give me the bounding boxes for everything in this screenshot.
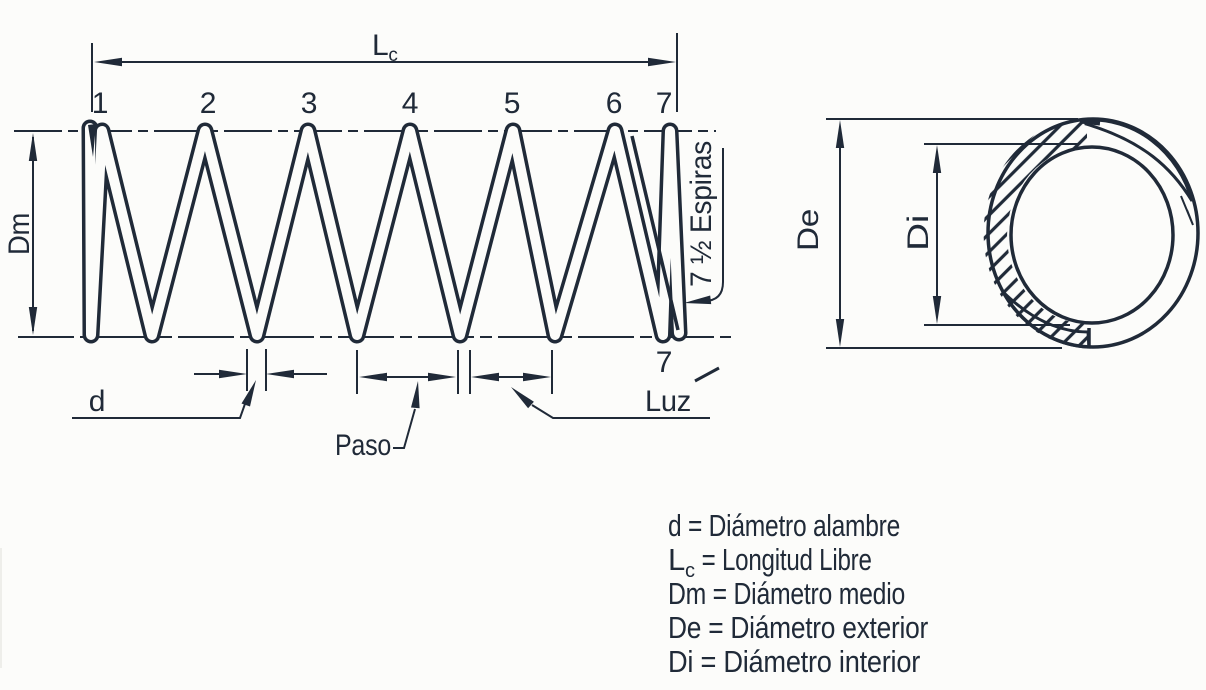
- wire-tip-detail: [1180, 195, 1194, 226]
- coil-number-4: 4: [402, 87, 418, 120]
- d-leader-arrow: [241, 380, 256, 407]
- luz-leader-arrow: [511, 387, 534, 409]
- de-arrow-bottom: [835, 319, 845, 347]
- legend-outer-diameter: De = Diámetro exterior: [668, 610, 928, 645]
- d-label: d: [89, 385, 105, 418]
- luz-dimension: Luz: [469, 350, 710, 419]
- coil-number-2: 2: [200, 87, 216, 120]
- left-wire-end-taper: [88, 124, 96, 157]
- di-label: Di: [902, 215, 935, 251]
- lc-arrow-left: [94, 57, 122, 67]
- side-view: Lc 1 2 3 4 5 6 7 Dm 7 ½ Espiras 7: [3, 29, 731, 462]
- luz-arrow-left: [471, 372, 499, 382]
- coil-numbers: 1 2 3 4 5 6 7: [92, 87, 673, 120]
- espiras-note: 7 ½ Espiras: [685, 141, 718, 287]
- d-leader-line: [72, 400, 247, 419]
- last-coil-number: 7: [656, 346, 672, 379]
- ring-section-hatch: [983, 119, 1090, 348]
- dm-label: Dm: [3, 213, 36, 255]
- lc-dimension: Lc: [91, 29, 678, 112]
- legend-wire-diameter: d = Diámetro alambre: [668, 508, 900, 543]
- end-coil-tick: [694, 366, 720, 383]
- legend-mean-diameter: Dm = Diámetro medio: [668, 576, 905, 611]
- wire-diameter-dimension: d: [72, 349, 327, 419]
- dm-arrow-top: [28, 133, 38, 161]
- espiras-leader-arrow: [684, 295, 712, 305]
- paso-dimension: Paso: [335, 350, 459, 462]
- page-edge-artifact: [0, 548, 2, 668]
- de-dimension: De: [792, 118, 1078, 349]
- dm-dimension: Dm: [3, 133, 38, 335]
- d-arrow-right: [266, 369, 294, 379]
- ring-top-cut: [1079, 118, 1101, 126]
- legend-inner-diameter: Di = Diámetro interior: [668, 644, 920, 679]
- espiras-callout: 7 ½ Espiras 7: [656, 141, 724, 383]
- right-wire-end-taper: [630, 135, 680, 331]
- de-arrow-top: [835, 120, 845, 148]
- lc-label: Lc: [372, 29, 398, 66]
- lc-arrow-right: [648, 57, 676, 67]
- di-arrow-bottom: [932, 296, 942, 324]
- coil-number-7: 7: [656, 87, 672, 120]
- d-arrow-left: [219, 369, 247, 379]
- section-view: De Di: [792, 117, 1200, 349]
- legend: d = Diámetro alambre Lc= Longitud Libre …: [668, 508, 928, 679]
- luz-leader-line: [531, 404, 710, 419]
- coil-number-1: 1: [92, 87, 108, 120]
- coil-number-5: 5: [504, 87, 520, 120]
- di-arrow-top: [932, 145, 942, 173]
- spring-coil-drawing: [81, 119, 688, 344]
- dm-arrow-bottom: [28, 307, 38, 335]
- coil-number-3: 3: [301, 87, 317, 120]
- de-label: De: [792, 209, 825, 251]
- ring-inner-circle: [1009, 145, 1175, 325]
- ring-outer-circle: [986, 117, 1200, 349]
- luz-label: Luz: [645, 385, 691, 418]
- spring-wire-core: [85, 123, 684, 340]
- legend-free-length: Lc= Longitud Libre: [668, 542, 872, 582]
- coil-number-6: 6: [606, 87, 622, 120]
- paso-arrow-right: [428, 372, 456, 382]
- paso-arrow-left: [359, 372, 387, 382]
- luz-arrow-right: [523, 372, 551, 382]
- paso-label: Paso: [335, 429, 391, 462]
- paso-leader-line: [393, 408, 416, 449]
- di-dimension: Di: [902, 143, 1078, 326]
- paso-leader-arrow: [411, 381, 420, 409]
